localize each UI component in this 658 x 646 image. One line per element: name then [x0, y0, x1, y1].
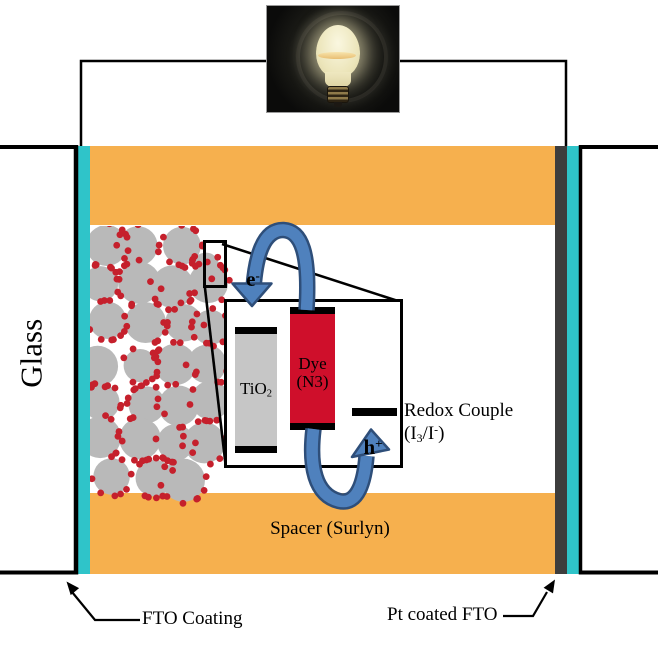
- bulb-neck: [325, 72, 351, 88]
- redox-formula-open: (I: [404, 423, 417, 444]
- pt-coated-fto-label: Pt coated FTO: [387, 604, 498, 625]
- spacer-band-bottom: [90, 493, 555, 574]
- pt-label-arrow: [503, 579, 555, 618]
- hole-label-base: h: [363, 435, 376, 459]
- redox-formula-close: ): [438, 423, 445, 444]
- redox-level-bar: [352, 408, 397, 416]
- spacer-band-top: [90, 146, 555, 225]
- tio2-level-bar: [235, 327, 277, 453]
- dye-label-line1: Dye: [298, 354, 327, 373]
- dye-level-top-cap: [290, 307, 335, 314]
- light-bulb-icon: [266, 5, 400, 113]
- pt-coating-strip: [555, 146, 567, 574]
- hole-label: h+: [356, 436, 390, 458]
- dye-label-line2: (N3): [296, 371, 329, 391]
- redox-formula-mid: /I: [422, 423, 435, 444]
- bulb-contact-nub: [334, 102, 342, 107]
- magnifier-source-box: [203, 240, 227, 288]
- electron-label-base: e: [246, 267, 256, 291]
- tio2-label-sub: 2: [266, 388, 273, 400]
- tio2-level-bottom-cap: [235, 446, 277, 453]
- spacer-label: Spacer (Surlyn): [270, 518, 390, 539]
- electron-label-sup: -: [255, 268, 260, 284]
- bulb-filament-glow: [318, 52, 356, 59]
- fto-coating-strip-left: [78, 146, 90, 574]
- dye-level-bottom-cap: [290, 423, 335, 430]
- redox-formula-sup: -: [434, 423, 439, 437]
- bulb-screw-base: [327, 86, 349, 103]
- dye-level-bar: [290, 307, 335, 430]
- bulb-glass: [316, 25, 360, 77]
- redox-formula-label: (I3/I-): [404, 424, 444, 445]
- fto-coating-strip-right: [567, 146, 579, 574]
- hole-arrow-icon: [303, 428, 391, 510]
- wire-left: [79, 59, 267, 146]
- redox-couple-label: Redox Couple: [404, 400, 514, 421]
- glass-label: Glass: [13, 318, 49, 388]
- redox-formula-sub: 3: [416, 431, 423, 445]
- callout-line-bottom: [203, 283, 227, 465]
- electron-arrow-icon: [231, 221, 316, 311]
- electron-label: e-: [238, 268, 268, 290]
- fto-label-arrow: [66, 581, 140, 622]
- tio2-level-top-cap: [235, 327, 277, 334]
- hole-label-sup: +: [375, 436, 383, 452]
- tio2-label: TiO2: [236, 380, 276, 400]
- tio2-label-base: TiO: [239, 379, 267, 398]
- dye-label: Dye (N3): [288, 355, 337, 391]
- wire-right: [399, 59, 568, 146]
- fto-coating-label: FTO Coating: [142, 608, 243, 629]
